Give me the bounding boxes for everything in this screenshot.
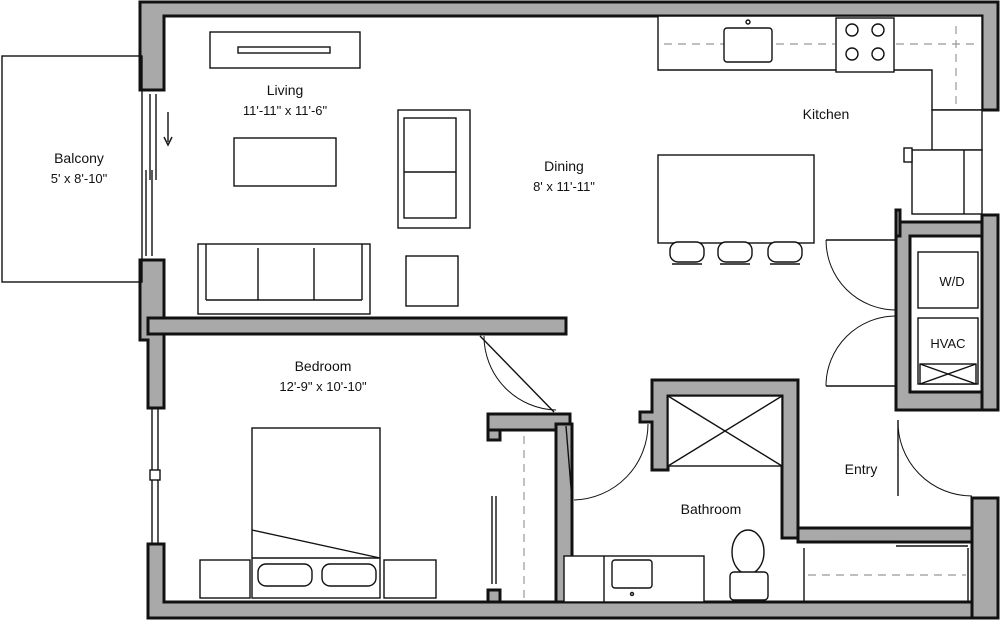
sofa — [197, 243, 371, 315]
nightstand — [383, 559, 437, 599]
washer-dryer — [917, 251, 979, 309]
interior-walls — [146, 208, 984, 604]
entry-door — [897, 419, 973, 497]
hvac-label: HVAC — [930, 336, 965, 351]
bedroom-dims: 12'-9" x 10'-10" — [279, 379, 367, 394]
bedroom-closet-door — [491, 436, 525, 598]
dining-dims: 8' x 11'-11" — [533, 179, 595, 194]
hvac-unit — [917, 317, 979, 385]
toilet — [729, 529, 769, 601]
bathroom-door — [565, 423, 649, 501]
cooktop — [835, 17, 895, 73]
stool — [717, 241, 753, 265]
balcony — [1, 55, 173, 283]
stool — [767, 241, 803, 265]
vanity — [563, 555, 705, 603]
room-labels: Living 11'-11" x 11'-6" Dining 8' x 11'-… — [51, 82, 966, 517]
bedroom-label: Bedroom — [295, 358, 352, 374]
pillow — [257, 563, 313, 587]
refrigerator — [903, 147, 983, 215]
bedroom-window — [149, 408, 161, 544]
bath-sink — [611, 559, 653, 589]
armchair — [397, 109, 471, 229]
pillow — [321, 563, 377, 587]
kitchen-sink — [723, 27, 773, 63]
closet-double-door — [825, 239, 897, 387]
living-label: Living — [267, 82, 304, 98]
kitchen-label: Kitchen — [803, 106, 850, 122]
shower — [667, 395, 783, 467]
entry-label: Entry — [845, 461, 878, 477]
side-table — [405, 255, 459, 307]
coffee-table — [233, 137, 337, 187]
bathroom-label: Bathroom — [681, 501, 742, 517]
slide-arrow-icon — [163, 112, 173, 147]
washer-dryer-label: W/D — [939, 274, 964, 289]
bed — [251, 427, 381, 599]
stool — [669, 241, 705, 265]
kitchen-counter — [657, 15, 983, 151]
entry-closet — [803, 541, 969, 602]
tv-console — [209, 31, 361, 69]
living-dims: 11'-11" x 11'-6" — [243, 103, 328, 118]
balcony-label: Balcony — [54, 150, 104, 166]
bedroom-door — [479, 335, 557, 413]
kitchen-island — [657, 154, 815, 265]
nightstand — [199, 559, 251, 599]
dining-label: Dining — [544, 158, 584, 174]
balcony-dims: 5' x 8'-10" — [51, 171, 108, 186]
